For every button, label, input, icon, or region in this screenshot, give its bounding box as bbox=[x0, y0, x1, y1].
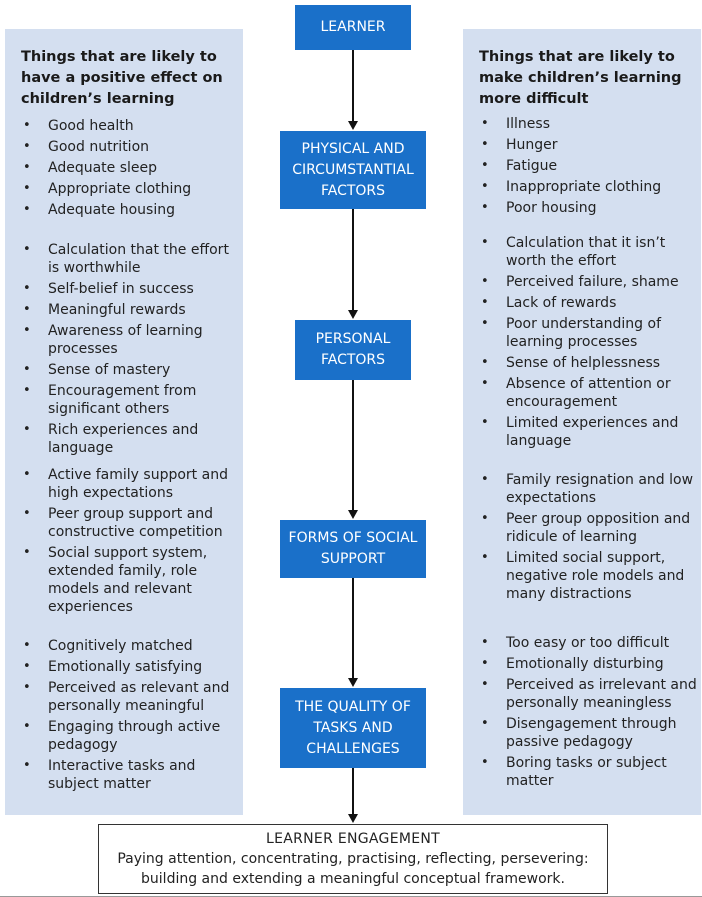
list-item: Lack of rewards bbox=[463, 294, 701, 312]
list-item: Encouragement from significant others bbox=[5, 382, 243, 418]
social-support-box: FORMS OF SOCIAL SUPPORT bbox=[280, 520, 426, 578]
learner-label: LEARNER bbox=[320, 19, 386, 35]
arrow-social-quality bbox=[352, 578, 354, 679]
arrow-personal-social bbox=[352, 380, 354, 511]
list-item: Hunger bbox=[463, 136, 701, 154]
arrow-head-quality bbox=[348, 678, 358, 687]
positive-group-social: Active family support and high expectati… bbox=[5, 466, 243, 619]
engagement-line-2: building and extending a meaningful conc… bbox=[141, 871, 565, 887]
list-item: Engaging through active pedagogy bbox=[5, 718, 243, 754]
personal-factors-label: PERSONAL FACTORS bbox=[315, 331, 391, 368]
list-item: Rich experiences and language bbox=[5, 421, 243, 457]
list-item: Interactive tasks and subject matter bbox=[5, 757, 243, 793]
task-quality-box: THE QUALITY OF TASKS AND CHALLENGES bbox=[280, 688, 426, 768]
list-item: Poor understanding of learning processes bbox=[463, 315, 701, 351]
learner-box: LEARNER bbox=[295, 5, 411, 50]
list-item: Cognitively matched bbox=[5, 637, 243, 655]
physical-factors-box: PHYSICAL AND CIRCUMSTANTIAL FACTORS bbox=[280, 131, 426, 209]
negative-panel-title: Things that are likely to make children’… bbox=[479, 49, 682, 107]
positive-group-quality: Cognitively matchedEmotionally satisfyin… bbox=[5, 637, 243, 796]
list-item: Perceived as relevant and personally mea… bbox=[5, 679, 243, 715]
arrow-quality-engagement bbox=[352, 768, 354, 815]
list-item: Good health bbox=[5, 117, 243, 135]
list-item: Perceived failure, shame bbox=[463, 273, 701, 291]
list-item: Sense of helplessness bbox=[463, 354, 701, 372]
list-item: Emotionally disturbing bbox=[463, 655, 701, 673]
engagement-line-1: Paying attention, concentrating, practis… bbox=[117, 851, 589, 867]
list-item: Active family support and high expectati… bbox=[5, 466, 243, 502]
arrow-physical-personal bbox=[352, 209, 354, 311]
social-support-label: FORMS OF SOCIAL SUPPORT bbox=[288, 530, 418, 567]
list-item: Emotionally satisfying bbox=[5, 658, 243, 676]
negative-group-personal: Calculation that it isn’t worth the effo… bbox=[463, 234, 701, 453]
list-item: Adequate sleep bbox=[5, 159, 243, 177]
positive-group-physical: Good healthGood nutritionAdequate sleepA… bbox=[5, 117, 243, 222]
negative-group-quality: Too easy or too difficultEmotionally dis… bbox=[463, 634, 701, 793]
list-item: Family resignation and low expectations bbox=[463, 471, 701, 507]
arrow-learner-physical bbox=[352, 50, 354, 122]
positive-panel-title: Things that are likely to have a positiv… bbox=[21, 49, 223, 107]
list-item: Too easy or too difficult bbox=[463, 634, 701, 652]
list-item: Perceived as irrelevant and personally m… bbox=[463, 676, 701, 712]
list-item: Meaningful rewards bbox=[5, 301, 243, 319]
list-item: Awareness of learning processes bbox=[5, 322, 243, 358]
arrow-head-personal bbox=[348, 310, 358, 319]
arrow-head-physical bbox=[348, 121, 358, 130]
list-item: Illness bbox=[463, 115, 701, 133]
arrow-head-engagement bbox=[348, 814, 358, 823]
negative-panel: Things that are likely to make children’… bbox=[463, 29, 701, 815]
list-item: Absence of attention or encouragement bbox=[463, 375, 701, 411]
list-item: Limited experiences and language bbox=[463, 414, 701, 450]
physical-factors-label: PHYSICAL AND CIRCUMSTANTIAL FACTORS bbox=[292, 140, 414, 199]
engagement-title: LEARNER ENGAGEMENT bbox=[266, 831, 440, 847]
list-item: Boring tasks or subject matter bbox=[463, 754, 701, 790]
task-quality-label: THE QUALITY OF TASKS AND CHALLENGES bbox=[295, 698, 411, 757]
list-item: Calculation that the effort is worthwhil… bbox=[5, 241, 243, 277]
list-item: Social support system, extended family, … bbox=[5, 544, 243, 616]
list-item: Calculation that it isn’t worth the effo… bbox=[463, 234, 701, 270]
list-item: Inappropriate clothing bbox=[463, 178, 701, 196]
list-item: Poor housing bbox=[463, 199, 701, 217]
list-item: Adequate housing bbox=[5, 201, 243, 219]
personal-factors-box: PERSONAL FACTORS bbox=[295, 320, 411, 380]
learner-engagement-box: LEARNER ENGAGEMENT Paying attention, con… bbox=[98, 824, 608, 894]
positive-panel: Things that are likely to have a positiv… bbox=[5, 29, 243, 815]
list-item: Disengagement through passive pedagogy bbox=[463, 715, 701, 751]
negative-group-social: Family resignation and low expectationsP… bbox=[463, 471, 701, 606]
list-item: Peer group opposition and ridicule of le… bbox=[463, 510, 701, 546]
list-item: Appropriate clothing bbox=[5, 180, 243, 198]
negative-group-physical: IllnessHungerFatigueInappropriate clothi… bbox=[463, 115, 701, 220]
list-item: Sense of mastery bbox=[5, 361, 243, 379]
positive-group-personal: Calculation that the effort is worthwhil… bbox=[5, 241, 243, 460]
list-item: Fatigue bbox=[463, 157, 701, 175]
list-item: Good nutrition bbox=[5, 138, 243, 156]
list-item: Limited social support, negative role mo… bbox=[463, 549, 701, 603]
arrow-head-social bbox=[348, 510, 358, 519]
list-item: Peer group support and constructive comp… bbox=[5, 505, 243, 541]
list-item: Self-belief in success bbox=[5, 280, 243, 298]
